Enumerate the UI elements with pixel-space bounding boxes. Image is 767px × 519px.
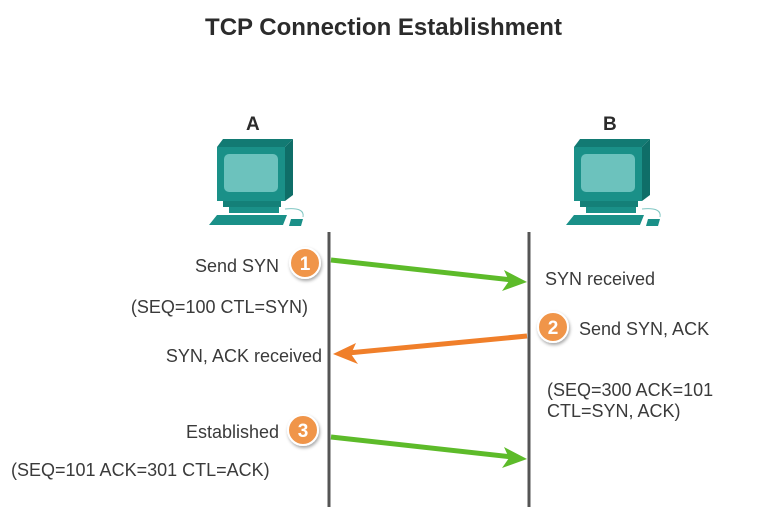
diagram-title: TCP Connection Establishment <box>205 14 562 41</box>
step-2-detail-line1: (SEQ=300 ACK=101 <box>547 380 714 400</box>
step-3-detail: (SEQ=101 ACK=301 CTL=ACK) <box>11 460 270 480</box>
computer-a-icon <box>209 139 304 226</box>
step-1-number: 1 <box>300 254 311 275</box>
step-2-receiver-label: SYN, ACK received <box>165 346 322 366</box>
computer-b-icon <box>566 139 661 226</box>
step-2-number: 2 <box>548 318 559 339</box>
step-1-label: Send SYN <box>194 256 279 276</box>
host-b-label: B <box>603 114 617 135</box>
host-a-label: A <box>246 114 260 135</box>
step-2-label: Send SYN, ACK <box>579 319 710 339</box>
step-3-number: 3 <box>298 421 309 442</box>
step-1-receiver-label: SYN received <box>545 269 656 289</box>
arrow-ack <box>330 434 527 468</box>
step-1-detail: (SEQ=100 CTL=SYN) <box>130 297 308 317</box>
step-2-detail-line2: CTL=SYN, ACK) <box>547 401 681 421</box>
step-1-badge: 1 <box>289 247 321 279</box>
step-3-label: Established <box>185 422 279 442</box>
step-3-badge: 3 <box>287 414 319 446</box>
step-2-badge: 2 <box>537 311 569 343</box>
arrow-syn-ack <box>333 333 528 364</box>
arrow-syn <box>330 257 527 291</box>
